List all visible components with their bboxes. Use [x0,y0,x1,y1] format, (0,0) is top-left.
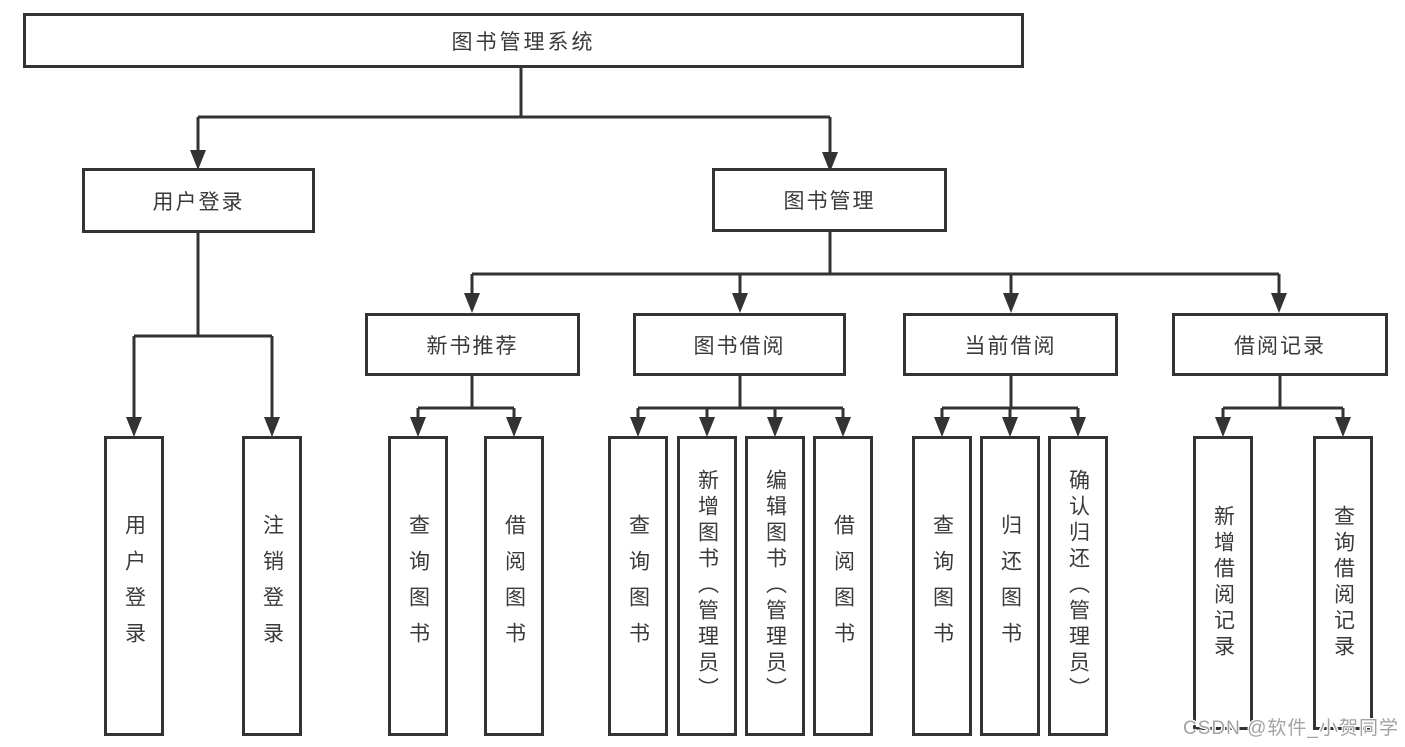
subgroup-book-borrow-label: 图书借阅 [693,334,786,358]
leaf-borrow-books-1: 借阅图书 [484,436,544,736]
watermark-text: CSDN @软件_小贺同学 [1183,718,1399,739]
leaf-query-borrow-record: 查询借阅记录 [1313,436,1373,730]
subgroup-new-books: 新书推荐 [365,313,580,376]
subgroup-borrow-records: 借阅记录 [1172,313,1388,376]
leaf-return-books: 归还图书 [980,436,1040,736]
root-node: 图书管理系统 [23,13,1024,68]
leaf-query-books-2: 查询图书 [608,436,668,736]
branch-user-login: 用户登录 [82,168,315,233]
leaf-logout: 注销登录 [242,436,302,736]
leaf-query-books-3: 查询图书 [912,436,972,736]
subgroup-current-borrow: 当前借阅 [903,313,1118,376]
leaf-add-borrow-record: 新增借阅记录 [1193,436,1253,730]
subgroup-book-borrow: 图书借阅 [633,313,846,376]
branch-user-login-label: 用户登录 [152,190,245,214]
leaf-query-books-1: 查询图书 [388,436,448,736]
root-node-label: 图书管理系统 [451,30,596,54]
subgroup-borrow-records-label: 借阅记录 [1234,334,1326,358]
branch-book-management-label: 图书管理 [783,190,876,213]
subgroup-new-books-label: 新书推荐 [426,334,519,358]
leaf-add-books-admin: 新增图书（管理员） [677,436,737,736]
leaf-edit-books-admin: 编辑图书（管理员） [745,436,805,736]
branch-book-management: 图书管理 [712,168,947,232]
subgroup-current-borrow-label: 当前借阅 [964,334,1057,358]
leaf-confirm-return-admin: 确认归还（管理员） [1048,436,1108,736]
leaf-user-login: 用户登录 [104,436,164,736]
leaf-borrow-books-2: 借阅图书 [813,436,873,736]
